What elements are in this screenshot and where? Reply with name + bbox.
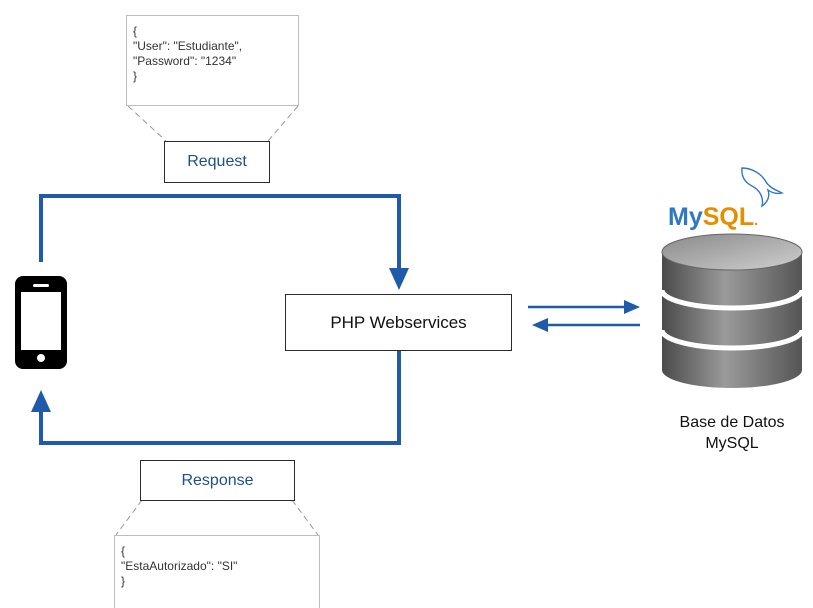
database-cylinder-icon [659, 233, 805, 388]
response-json-line: "EstaAutorizado": "SI" [121, 559, 238, 573]
request-arrow [39, 194, 409, 290]
request-json-line: "Password": "1234" [133, 54, 237, 68]
php-webservices-box: PHP Webservices [285, 294, 512, 351]
request-label-box: Request [164, 141, 270, 183]
to-database-arrow [528, 300, 640, 314]
request-json-line: } [133, 69, 138, 83]
request-callout-connector [127, 105, 299, 142]
response-json-line: { [121, 544, 126, 558]
mysql-dolphin-icon [741, 167, 785, 208]
mysql-logo-text: MySQL. [668, 203, 758, 231]
request-label: Request [187, 153, 247, 170]
response-callout-connector [115, 499, 319, 536]
request-json-line: { [133, 24, 138, 38]
response-label: Response [181, 471, 254, 489]
database-caption-line1: Base de Datos [679, 414, 785, 431]
response-json-line: } [121, 574, 126, 588]
response-arrow [31, 350, 401, 445]
response-label-box: Response [140, 460, 295, 501]
php-webservices-label: PHP Webservices [330, 312, 467, 332]
database-caption-line2: MySQL [705, 435, 759, 452]
smartphone-icon [15, 276, 67, 369]
database-caption: Base de Datos MySQL [662, 412, 802, 454]
request-json-callout: { "User": "Estudiante", "Password": "123… [126, 15, 299, 106]
response-json-callout: { "EstaAutorizado": "SI" } [114, 535, 320, 608]
request-json-line: "User": "Estudiante", [133, 39, 243, 53]
from-database-arrow [532, 318, 640, 332]
